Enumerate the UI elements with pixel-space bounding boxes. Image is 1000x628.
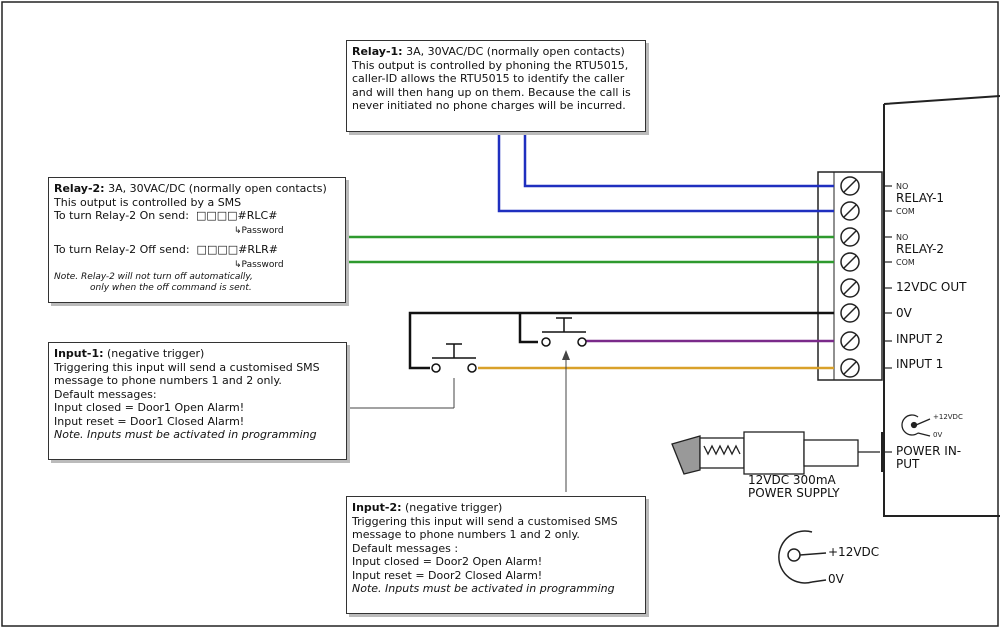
input1-note: Note. Inputs must be activated in progra… <box>54 428 317 441</box>
screw-slot <box>843 281 857 295</box>
big-power-symbol-icon <box>778 530 827 584</box>
relay1-line: and will then hang up on them. Because t… <box>352 85 631 99</box>
input2-line: message to phone numbers 1 and 2 only. <box>352 528 580 541</box>
power-supply-plug <box>671 431 880 475</box>
input2-line: Input closed = Door2 Open Alarm! <box>352 555 543 568</box>
input1-line: Triggering this input will send a custom… <box>54 360 320 374</box>
terminal-ticks <box>884 185 892 369</box>
small-zero-label: 0V <box>933 431 943 439</box>
input2-line: Triggering this input will send a custom… <box>352 514 618 528</box>
relay2-title: Relay-2: <box>54 182 105 195</box>
terminal-relay1-label: RELAY-1 <box>896 191 945 205</box>
big-plus-label: +12VDC <box>828 545 880 559</box>
relay1-line: This output is controlled by phoning the… <box>352 58 629 72</box>
terminal-0v-label: 0V <box>896 306 912 320</box>
power-supply-rating: 12VDC 300mA <box>748 473 836 487</box>
input2-line: Input reset = Door2 Closed Alarm! <box>352 568 543 582</box>
input2-line: Default messages : <box>352 541 459 555</box>
input2-title: Input-2: <box>352 501 402 514</box>
power-input-label-cont: PUT <box>896 457 920 471</box>
input2-pushbutton <box>541 317 587 347</box>
relay1-title: Relay-1: <box>352 45 403 58</box>
relay1-info-box: Relay-1: 3A, 30VAC/DC (normally open con… <box>346 40 646 132</box>
password-label: Password <box>241 225 284 236</box>
input1-info-box: Input-1: (negative trigger) Triggering t… <box>48 342 347 460</box>
relay2-note: Note. Relay-2 will not turn off automati… <box>54 272 253 282</box>
small-plus-label: +12VDC <box>933 413 963 421</box>
relay2-note: only when the off command is sent. <box>90 283 252 293</box>
relay2-off-label: To turn Relay-2 Off send: <box>54 243 190 256</box>
terminal-no2-label: NO <box>896 233 909 242</box>
terminal-input2-label: INPUT 2 <box>896 332 944 346</box>
relay2-off-command: □□□□#RLR# <box>196 243 278 256</box>
power-supply-label: POWER SUPPLY <box>748 486 840 500</box>
input2-trigger: (negative trigger) <box>405 501 503 514</box>
input1-line: Input closed = Door1 Open Alarm! <box>54 401 245 414</box>
password-label: Password <box>241 259 284 270</box>
screw-slot <box>843 179 857 193</box>
relay1-line: never initiated no phone charges will be… <box>352 99 626 112</box>
input1-line: message to phone numbers 1 and 2 only. <box>54 374 282 387</box>
screw-slot <box>843 361 857 375</box>
input1-line: Default messages: <box>54 387 157 401</box>
small-power-symbol-icon <box>901 414 931 437</box>
big-zero-label: 0V <box>828 572 844 586</box>
input2-pointer-arrow <box>562 350 570 360</box>
screw-slot <box>843 306 857 320</box>
relay1-no-wire <box>523 130 834 188</box>
relay2-line: This output is controlled by a SMS <box>54 195 242 209</box>
ground-wire-input1 <box>408 311 834 370</box>
input2-info-box: Input-2: (negative trigger) Triggering t… <box>346 496 646 614</box>
ground-wire-input2 <box>518 313 538 344</box>
screw-slot <box>843 255 857 269</box>
relay2-info-box: Relay-2: 3A, 30VAC/DC (normally open con… <box>48 177 346 303</box>
relay2-on-label: To turn Relay-2 On send: <box>54 209 189 222</box>
terminal-input1-label: INPUT 1 <box>896 357 944 371</box>
input1-pushbutton <box>431 343 477 373</box>
terminal-screws <box>840 176 860 378</box>
input1-trigger: (negative trigger) <box>107 347 205 360</box>
relay1-rating: 3A, 30VAC/DC (normally open contacts) <box>406 45 625 58</box>
terminal-com2-label: COM <box>896 258 915 267</box>
input2-note: Note. Inputs must be activated in progra… <box>352 582 615 595</box>
relay1-com-wire <box>497 130 834 213</box>
relay1-line: caller-ID allows the RTU5015 to identify… <box>352 72 625 85</box>
terminal-no1-label: NO <box>896 182 909 191</box>
terminal-com1-label: COM <box>896 207 915 216</box>
relay2-on-command: □□□□#RLC# <box>195 209 278 222</box>
input1-line: Input reset = Door1 Closed Alarm! <box>54 414 245 428</box>
power-input-label: POWER IN- <box>896 444 962 458</box>
terminal-12vdc-out-label: 12VDC OUT <box>896 280 967 294</box>
input1-title: Input-1: <box>54 347 104 360</box>
screw-slot <box>843 334 857 348</box>
terminal-relay2-label: RELAY-2 <box>896 242 945 256</box>
device-housing <box>883 95 1000 517</box>
screw-slot <box>843 204 857 218</box>
screw-slot <box>843 230 857 244</box>
relay2-rating: 3A, 30VAC/DC (normally open contacts) <box>108 182 327 195</box>
